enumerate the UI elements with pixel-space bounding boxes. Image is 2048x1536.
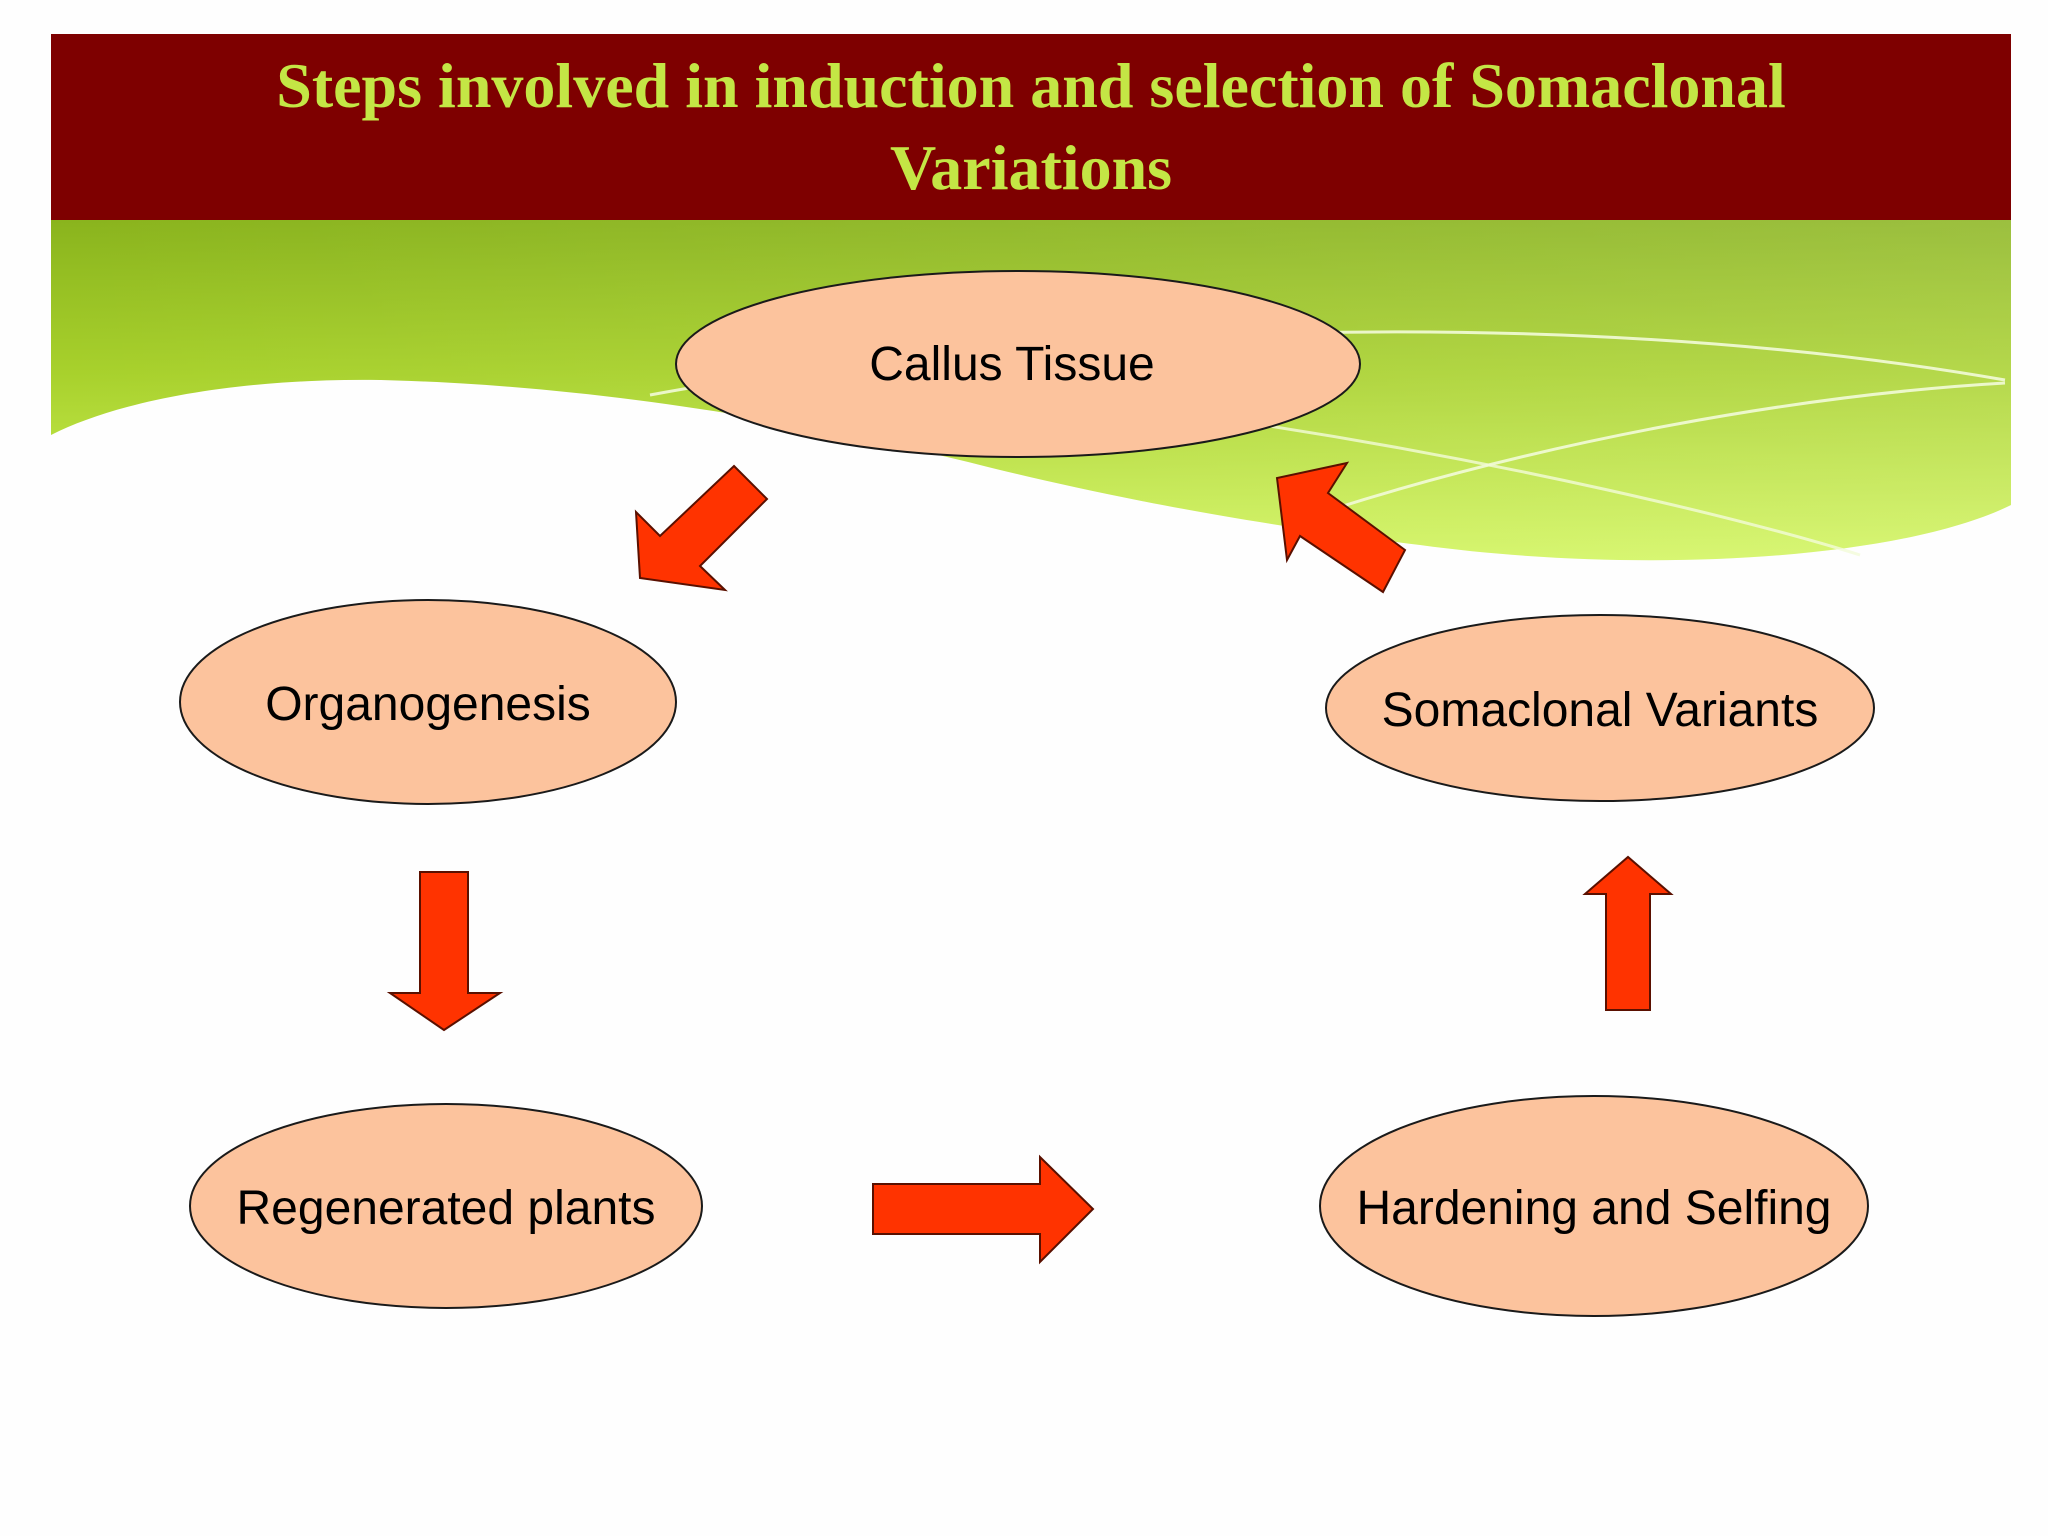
- swoosh-line: [1329, 381, 2006, 512]
- arrow-organogenesis-to-regenerated: [386, 871, 504, 1032]
- title-banner: Steps involved in induction and selectio…: [51, 34, 2011, 220]
- node-label: Somaclonal Variants: [1382, 684, 1819, 737]
- node-label: Hardening and Selfing: [1356, 1182, 1831, 1235]
- slide-title: Steps involved in induction and selectio…: [276, 50, 1786, 203]
- arrow-somaclonal-to-callus: [1275, 461, 1407, 594]
- node-label: Organogenesis: [265, 678, 591, 731]
- node-regenerated-plants: Regenerated plants: [189, 1103, 703, 1309]
- node-label: Callus Tissue: [869, 338, 1154, 391]
- node-somaclonal-variants: Somaclonal Variants: [1325, 614, 1875, 802]
- arrow-hardening-to-somaclonal: [1582, 855, 1674, 1011]
- arrow-callus-to-organogenesis: [634, 464, 769, 592]
- swoosh-line: [1229, 418, 1861, 557]
- node-callus-tissue: Callus Tissue: [675, 270, 1361, 458]
- node-label: Regenerated plants: [237, 1182, 656, 1235]
- node-organogenesis: Organogenesis: [179, 599, 677, 805]
- node-hardening-selfing: Hardening and Selfing: [1319, 1095, 1869, 1317]
- arrow-regenerated-to-hardening: [872, 1154, 1095, 1265]
